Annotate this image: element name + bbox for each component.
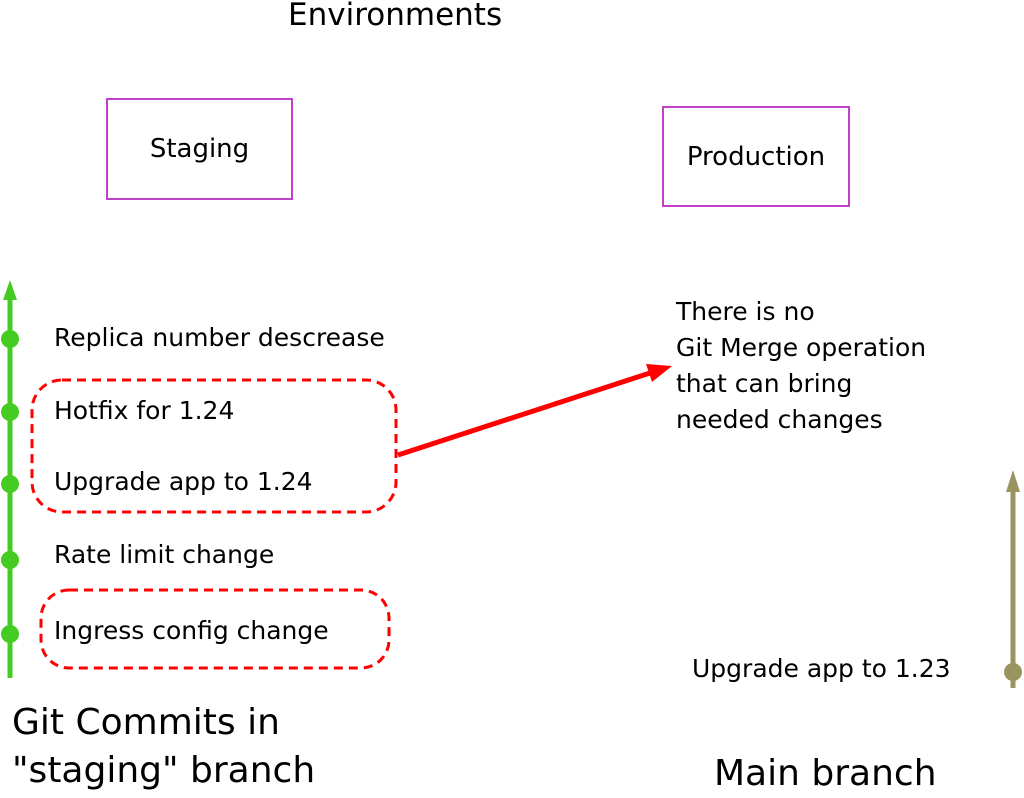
staging-commit-dot [1, 403, 19, 421]
staging-commit-dot [1, 625, 19, 643]
no-merge-arrow [397, 370, 651, 458]
staging-commit-dot [1, 475, 19, 493]
main-branch-label: Main branch [714, 753, 937, 794]
note-line: that can bring [676, 369, 853, 398]
note-line: There is no [676, 297, 815, 326]
main-commit-dot [1004, 663, 1022, 681]
staging-commit-label: Upgrade app to 1.24 [54, 467, 313, 496]
staging-branch-arrowhead [3, 280, 17, 300]
staging-branch-label-line: Git Commits in [12, 702, 280, 743]
diagram-title: Environments [288, 0, 503, 33]
staging-commit-dot [1, 330, 19, 348]
highlight-box-ingress-commit [39, 588, 391, 670]
production-environment-label: Production [686, 141, 826, 172]
production-environment-box: Production [662, 106, 850, 207]
staging-commit-dot [1, 551, 19, 569]
staging-environment-label: Staging [149, 134, 250, 164]
main-branch-arrowhead [1006, 470, 1020, 492]
staging-environment-box: Staging [106, 98, 293, 200]
highlight-box-1-24-commits [30, 378, 398, 514]
staging-commit-label: Rate limit change [54, 540, 275, 569]
staging-branch-label: Git Commits in "staging" branch [12, 699, 315, 795]
staging-commit-label: Ingress config change [54, 616, 329, 645]
staging-commit-label: Hotfix for 1.24 [54, 396, 235, 425]
staging-branch-label-line: "staging" branch [12, 750, 316, 791]
no-merge-arrowhead [646, 364, 672, 382]
note-line: needed changes [676, 405, 883, 434]
staging-commit-label: Replica number descrease [54, 323, 385, 352]
note-line: Git Merge operation [676, 333, 927, 362]
main-commit-label: Upgrade app to 1.23 [692, 654, 951, 683]
no-merge-note: There is no Git Merge operation that can… [676, 294, 926, 438]
